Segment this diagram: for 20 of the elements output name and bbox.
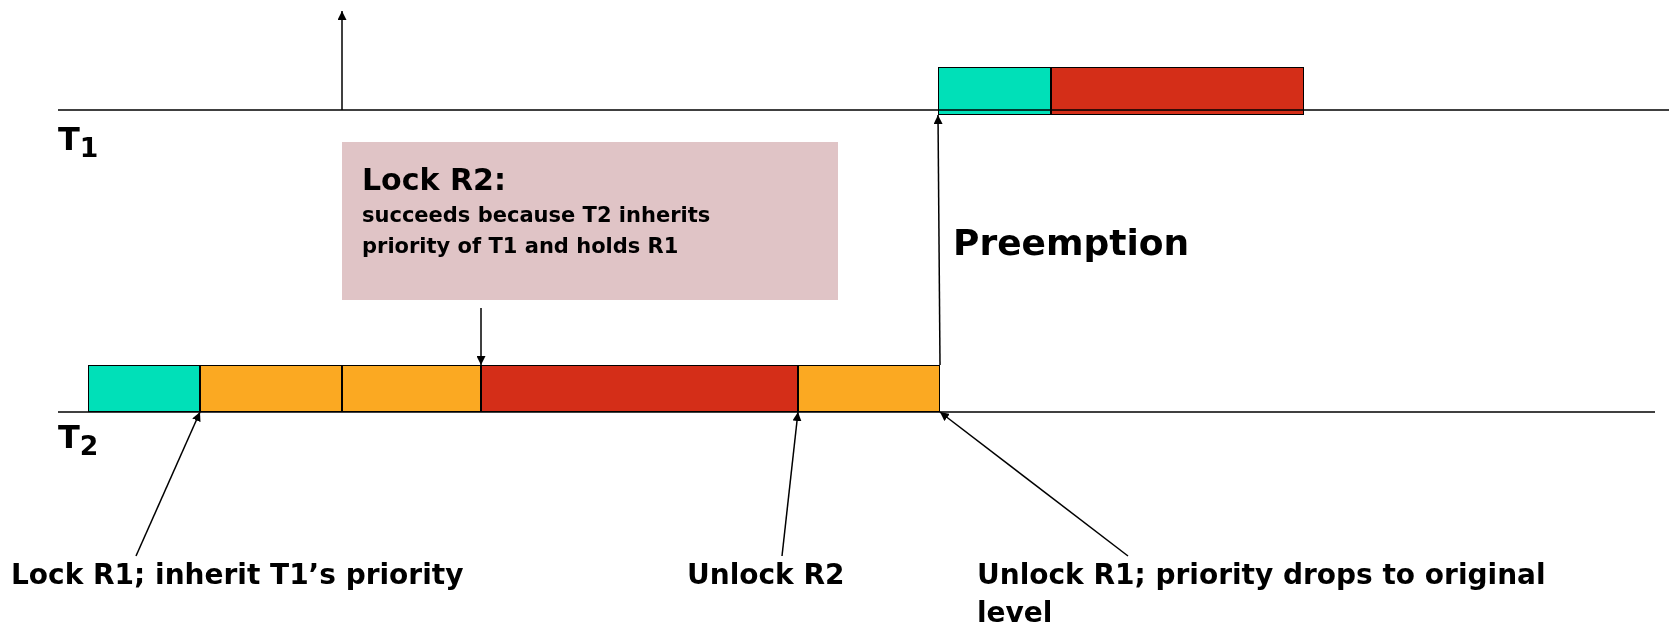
time-bar [342, 365, 481, 412]
arrow [135, 411, 201, 557]
arrow [939, 411, 1129, 557]
time-bar [200, 365, 342, 412]
time-bar [938, 67, 1051, 115]
task-label: T$_{2}$ [58, 418, 99, 462]
annotation-text: Unlock R1; priority drops to original level [977, 556, 1597, 632]
annotation-text: Unlock R2 [687, 556, 917, 594]
note-text: succeeds because T2 inherits priority of T1 and holds R1 [362, 202, 712, 260]
time-bar [1051, 67, 1304, 115]
arrow [476, 307, 486, 366]
note-heading: Lock R2: [362, 161, 507, 199]
arrow [933, 114, 943, 366]
time-bar [798, 365, 940, 412]
time-bar [88, 365, 200, 412]
annotation-text: Lock R1; inherit T1’s priority [11, 556, 631, 594]
task-label: T$_{1}$ [58, 120, 99, 164]
arrow [781, 411, 802, 557]
note-box [342, 142, 838, 300]
time-bar [481, 365, 798, 412]
